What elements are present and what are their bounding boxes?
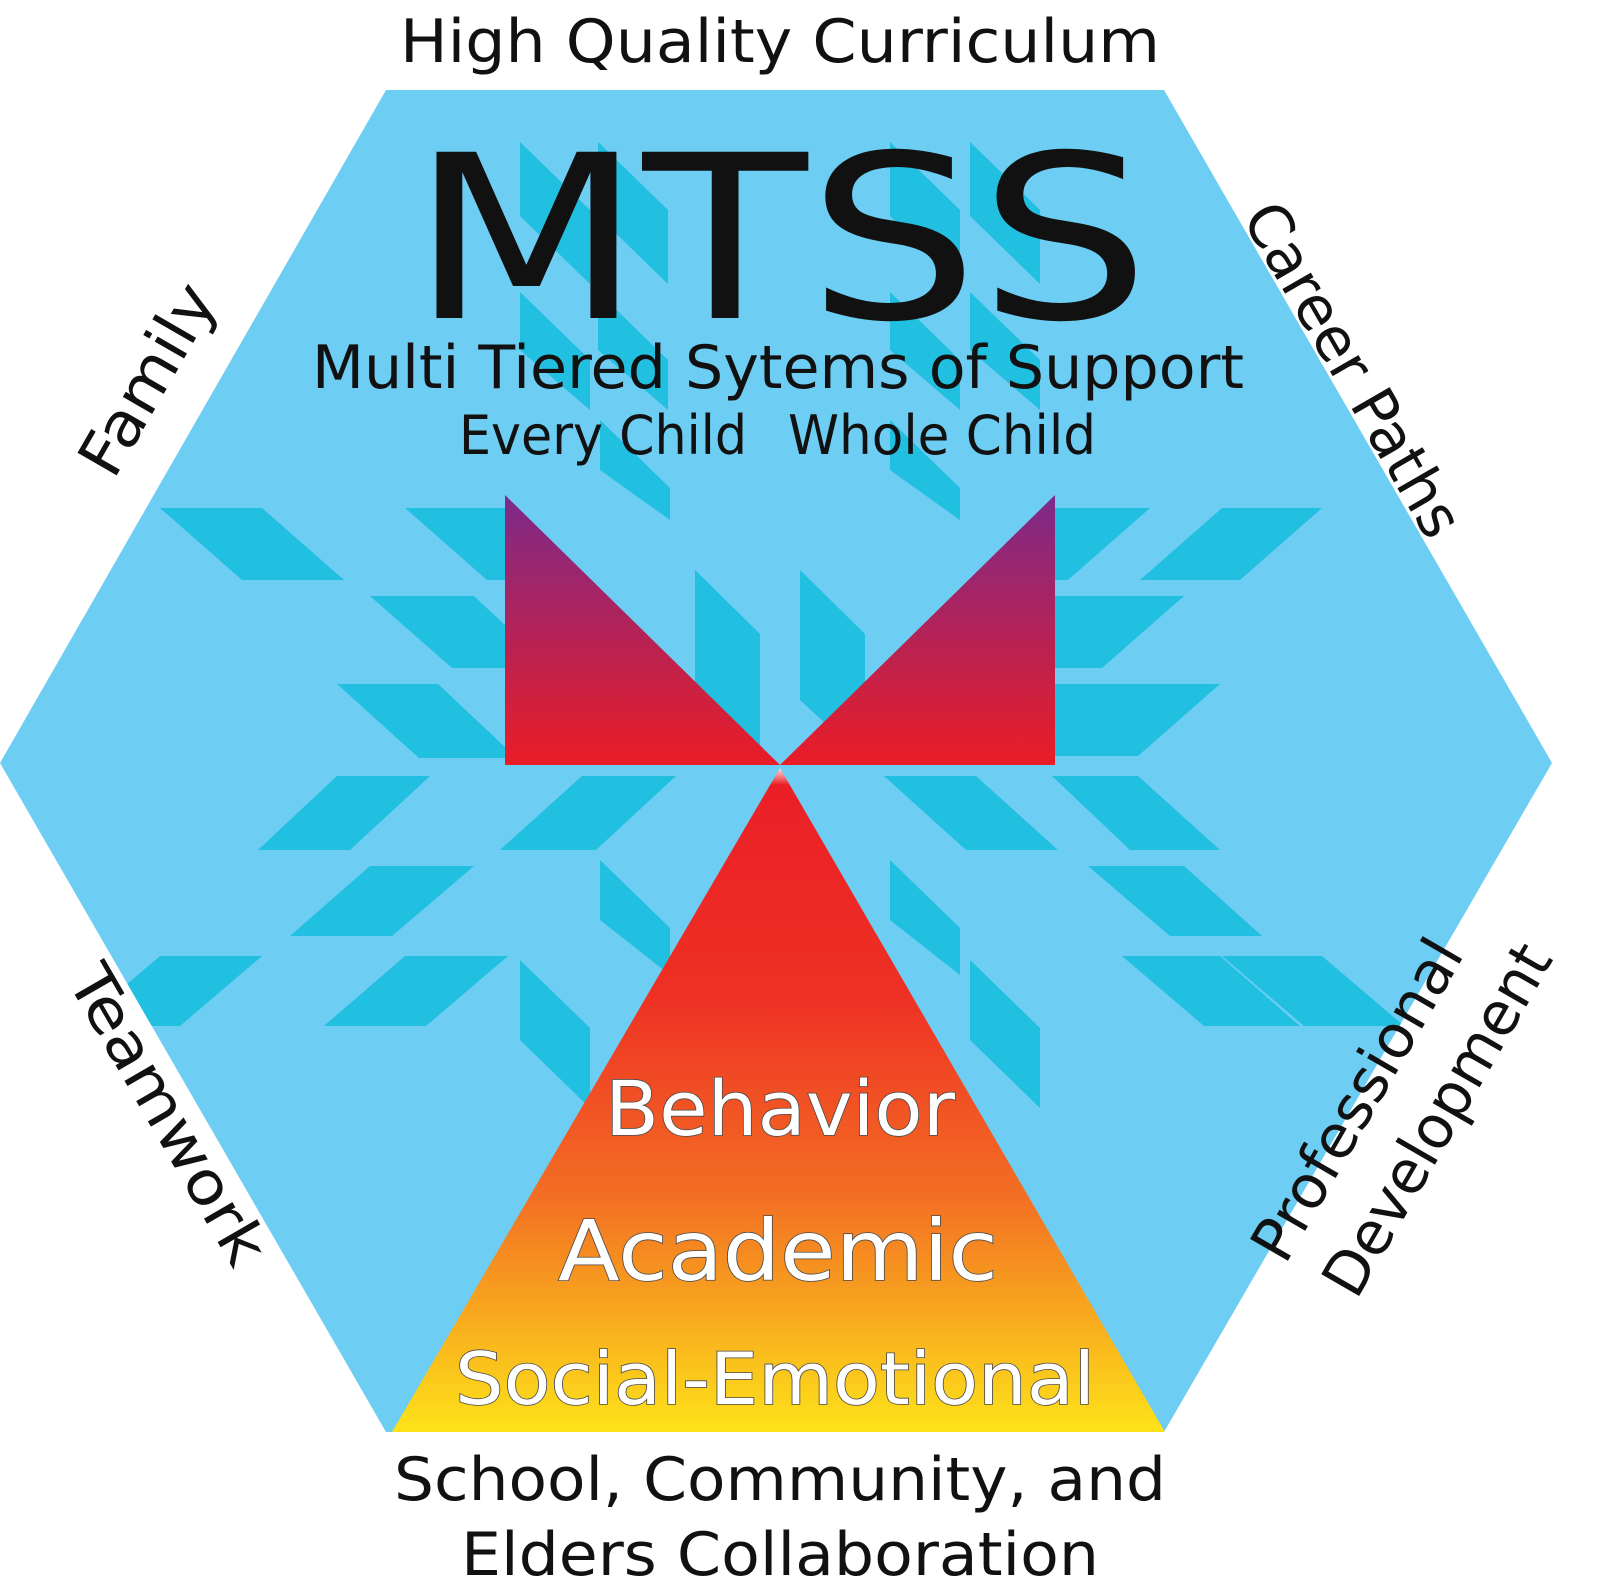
star-pattern-diamond [370,596,506,668]
star-pattern-diamond [1052,684,1220,756]
star-quilt-pattern [78,142,1404,1108]
star-pattern-diamond [1140,508,1322,580]
star-pattern-diamond [500,776,676,850]
star-pattern-diamond [600,420,670,520]
star-pattern-diamond [1088,866,1262,936]
star-pattern-diamond [1122,956,1300,1026]
star-pattern-diamond [324,956,508,1026]
tier-academic: Academic [558,1202,998,1300]
star-pattern-diamond [884,776,1058,850]
tier-pyramid [392,768,1165,1432]
tier-behavior: Behavior [605,1064,956,1153]
star-pattern-diamond [1052,508,1150,580]
side-label-bottom-line1: School, Community, and [394,1445,1166,1515]
star-pattern-diamond [520,142,590,284]
star-pattern-diamond [290,866,474,936]
star-pattern-diamond [1052,596,1184,668]
bow-right-shape [780,495,1055,765]
star-pattern-diamond [890,860,960,975]
tier-social-emotional: Social-Emotional [455,1337,1095,1421]
star-pattern-diamond [970,292,1040,410]
mtss-title: MTSS [410,106,1150,372]
tagline-whole-child: Whole Child [788,404,1096,467]
bow-left-shape [505,495,780,765]
star-pattern-diamond [598,142,668,284]
star-pattern-diamond [1052,776,1220,850]
hexagon-background [0,90,1552,1432]
star-pattern-diamond [598,292,668,410]
side-label-top: High Quality Curriculum [400,7,1160,77]
side-label-bottom-line2: Elders Collaboration [461,1520,1099,1590]
star-pattern-diamond [970,960,1040,1108]
star-pattern-diamond [160,508,344,580]
star-pattern-diamond [405,508,506,580]
star-pattern-diamond [890,420,960,520]
star-pattern-diamond [1222,956,1404,1026]
tagline-every-child: Every Child [459,404,747,467]
mtss-subtitle: Multi Tiered Sytems of Support [312,333,1244,403]
star-pattern-diamond [890,142,960,284]
star-pattern-diamond [337,684,506,758]
star-pattern-diamond [890,292,960,410]
star-pattern-diamond [520,960,590,1108]
star-pattern-diamond [970,142,1040,284]
star-pattern-diamond [258,776,430,850]
star-pattern-diamond [520,292,590,410]
star-pattern-diamond [600,860,670,975]
